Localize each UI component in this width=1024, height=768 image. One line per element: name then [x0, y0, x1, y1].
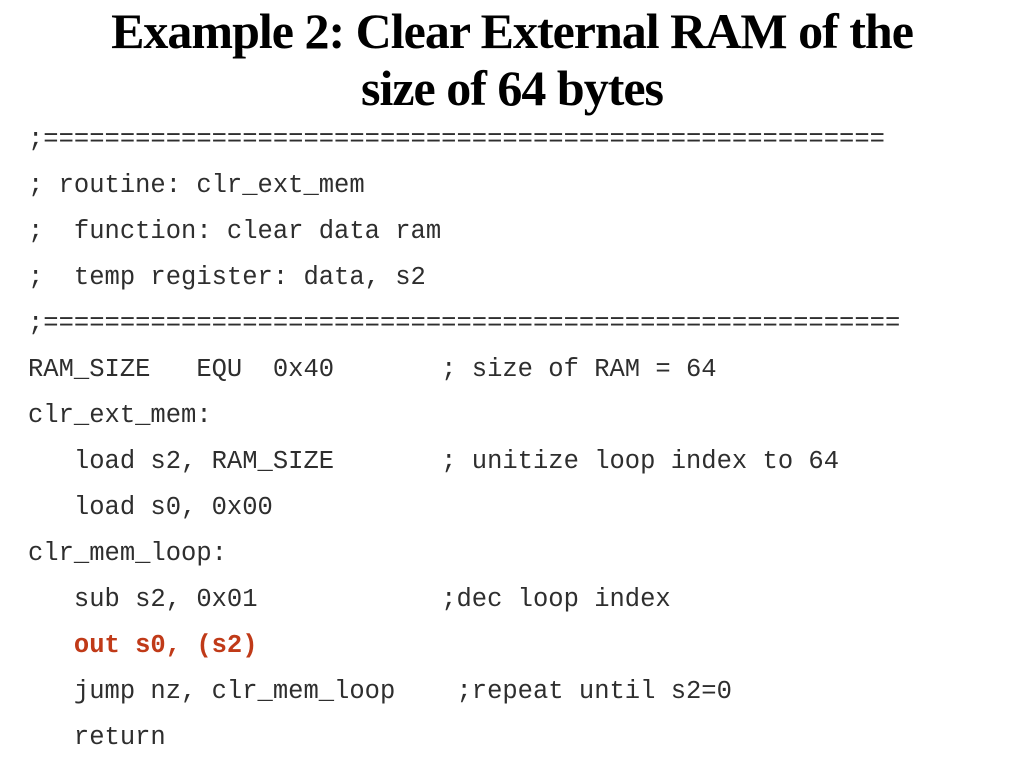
code-line-label-clr-ext-mem: clr_ext_mem: [28, 401, 212, 430]
code-line-ram-size-equ: RAM_SIZE EQU 0x40 ; size of RAM = 64 [28, 355, 717, 384]
code-line-comment-temp-register: ; temp register: data, s2 [28, 263, 426, 292]
code-line-separator: ;=======================================… [28, 125, 885, 154]
code-line-comment-routine: ; routine: clr_ext_mem [28, 171, 365, 200]
code-line-jump-nz: jump nz, clr_mem_loop ;repeat until s2=0 [28, 677, 732, 706]
code-line-return: return [28, 723, 166, 752]
code-line-label-clr-mem-loop: clr_mem_loop: [28, 539, 227, 568]
code-line-load-s2: load s2, RAM_SIZE ; unitize loop index t… [28, 447, 840, 476]
code-line-out-highlighted: out s0, (s2) [28, 631, 258, 660]
code-line-sub-s2: sub s2, 0x01 ;dec loop index [28, 585, 671, 614]
slide-title-line-2: size of 64 bytes [361, 60, 664, 116]
slide-title: Example 2: Clear External RAM of the siz… [0, 0, 1024, 117]
code-block: ;=======================================… [28, 117, 1024, 761]
code-line-separator: ;=======================================… [28, 309, 901, 338]
slide-title-line-1: Example 2: Clear External RAM of the [111, 3, 914, 59]
code-line-comment-function: ; function: clear data ram [28, 217, 442, 246]
code-line-load-s0: load s0, 0x00 [28, 493, 273, 522]
